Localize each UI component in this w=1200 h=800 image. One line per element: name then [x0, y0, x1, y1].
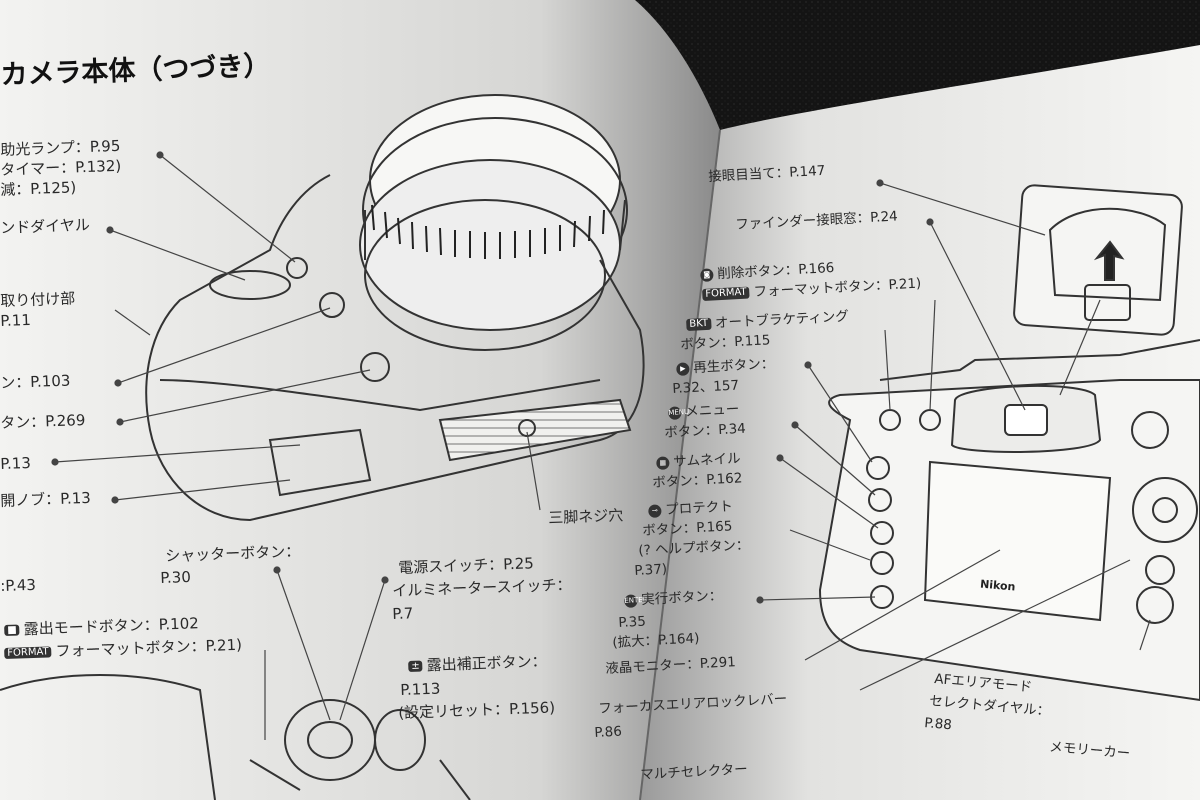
label-enter-page: P.35: [617, 613, 647, 631]
label-p13: P.13: [0, 453, 32, 473]
label-button-269: タン：P.269: [0, 411, 86, 432]
label-thumbnail-text: サムネイル: [672, 450, 741, 471]
label-button-103: ン：P.103: [0, 371, 71, 392]
menu-icon: MENU: [668, 405, 689, 420]
format-icon-left: FORMAT: [4, 646, 52, 660]
label-p43: :P.43: [0, 575, 37, 595]
trash-icon: ◙: [700, 267, 714, 282]
bkt-icon: BKT: [686, 317, 712, 331]
label-shutter-page: P.30: [159, 567, 192, 587]
label-af-page: P.88: [923, 715, 953, 734]
label-command-dial: ンドダイヤル: [0, 215, 91, 237]
mode-icon: ■: [4, 624, 20, 637]
label-tripod: 三脚ネジ穴: [547, 506, 624, 527]
label-mount-page: P.11: [0, 310, 32, 330]
label-menu-text: メニュー: [684, 401, 740, 421]
label-reduction: 減：P.125): [0, 178, 77, 199]
label-mount: 取り付け部: [0, 289, 76, 310]
exp-comp-icon: ±: [408, 660, 423, 673]
key-icon: ⊸: [648, 503, 662, 518]
play-icon: ▶: [676, 361, 690, 376]
label-exp-comp-page: P.113: [399, 679, 441, 699]
format-icon-right: FORMAT: [702, 286, 750, 301]
label-exp-comp-text: 露出補正ボタン：: [426, 652, 547, 675]
label-focus-lock-page: P.86: [593, 723, 623, 741]
label-protect-text: プロテクト: [664, 498, 734, 519]
thumbnail-icon: ▦: [656, 455, 670, 470]
label-illuminator-page: P.7: [391, 604, 414, 623]
label-help-page: P.37): [633, 561, 668, 579]
enter-icon: ENTER: [624, 593, 648, 608]
label-release-knob: 開ノブ：P.13: [0, 488, 92, 510]
